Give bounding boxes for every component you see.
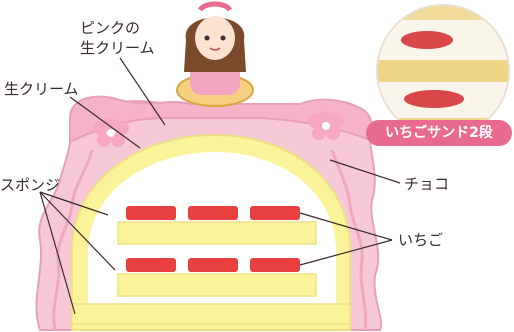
sponge-layer-base	[71, 303, 351, 325]
sponge-layer-top	[117, 221, 317, 245]
sakura-flower-right	[308, 111, 344, 140]
label-choco: チョコ	[404, 175, 450, 193]
strawberry	[126, 258, 176, 272]
sponge-layer-bottom	[117, 273, 317, 297]
leader-lines	[39, 57, 401, 315]
label-pink-cream-line1: ピンクの	[80, 19, 141, 37]
strawberries-bottom	[126, 258, 300, 272]
inset-badge: いちごサンド2段	[366, 120, 512, 146]
strawberry	[250, 258, 300, 272]
pink-cream-top	[69, 95, 373, 147]
strawberry	[126, 206, 176, 220]
doll-figure	[176, 1, 254, 107]
strawberry	[188, 206, 238, 220]
sakura-flower-left	[93, 118, 129, 147]
label-sponge: スポンジ	[0, 176, 61, 194]
strawberries-top	[126, 206, 300, 220]
strawberry	[188, 258, 238, 272]
strawberry	[250, 206, 300, 220]
label-strawberry: いちご	[398, 231, 444, 249]
label-pink-cream-line2: 生クリーム	[80, 39, 155, 57]
label-cream: 生クリーム	[4, 80, 79, 98]
